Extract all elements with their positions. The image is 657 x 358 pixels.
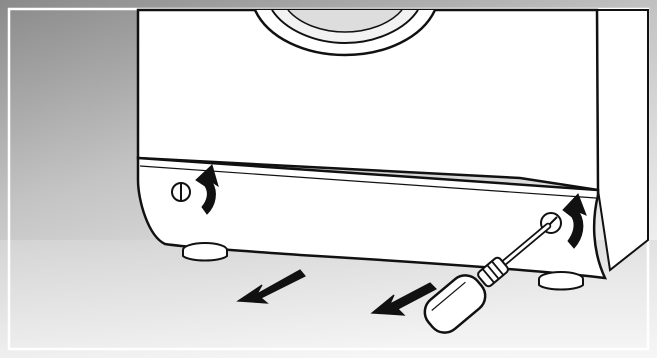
right-foot-base xyxy=(539,279,583,290)
machine-side-face xyxy=(597,10,648,270)
left-foot-base xyxy=(183,250,227,261)
left-cover-screw xyxy=(172,183,190,201)
